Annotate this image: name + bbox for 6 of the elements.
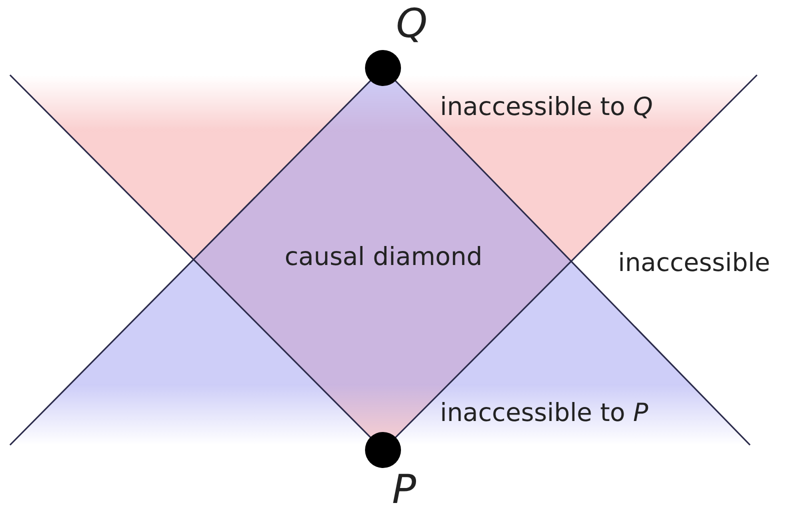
region-label: inaccessible	[618, 248, 770, 278]
region-label: inaccessible to Q	[440, 92, 653, 122]
event-label: Q	[396, 4, 428, 44]
region-label: causal diamond	[284, 242, 484, 272]
region-label: inaccessible to P	[440, 398, 648, 428]
event-label: P	[392, 470, 416, 510]
